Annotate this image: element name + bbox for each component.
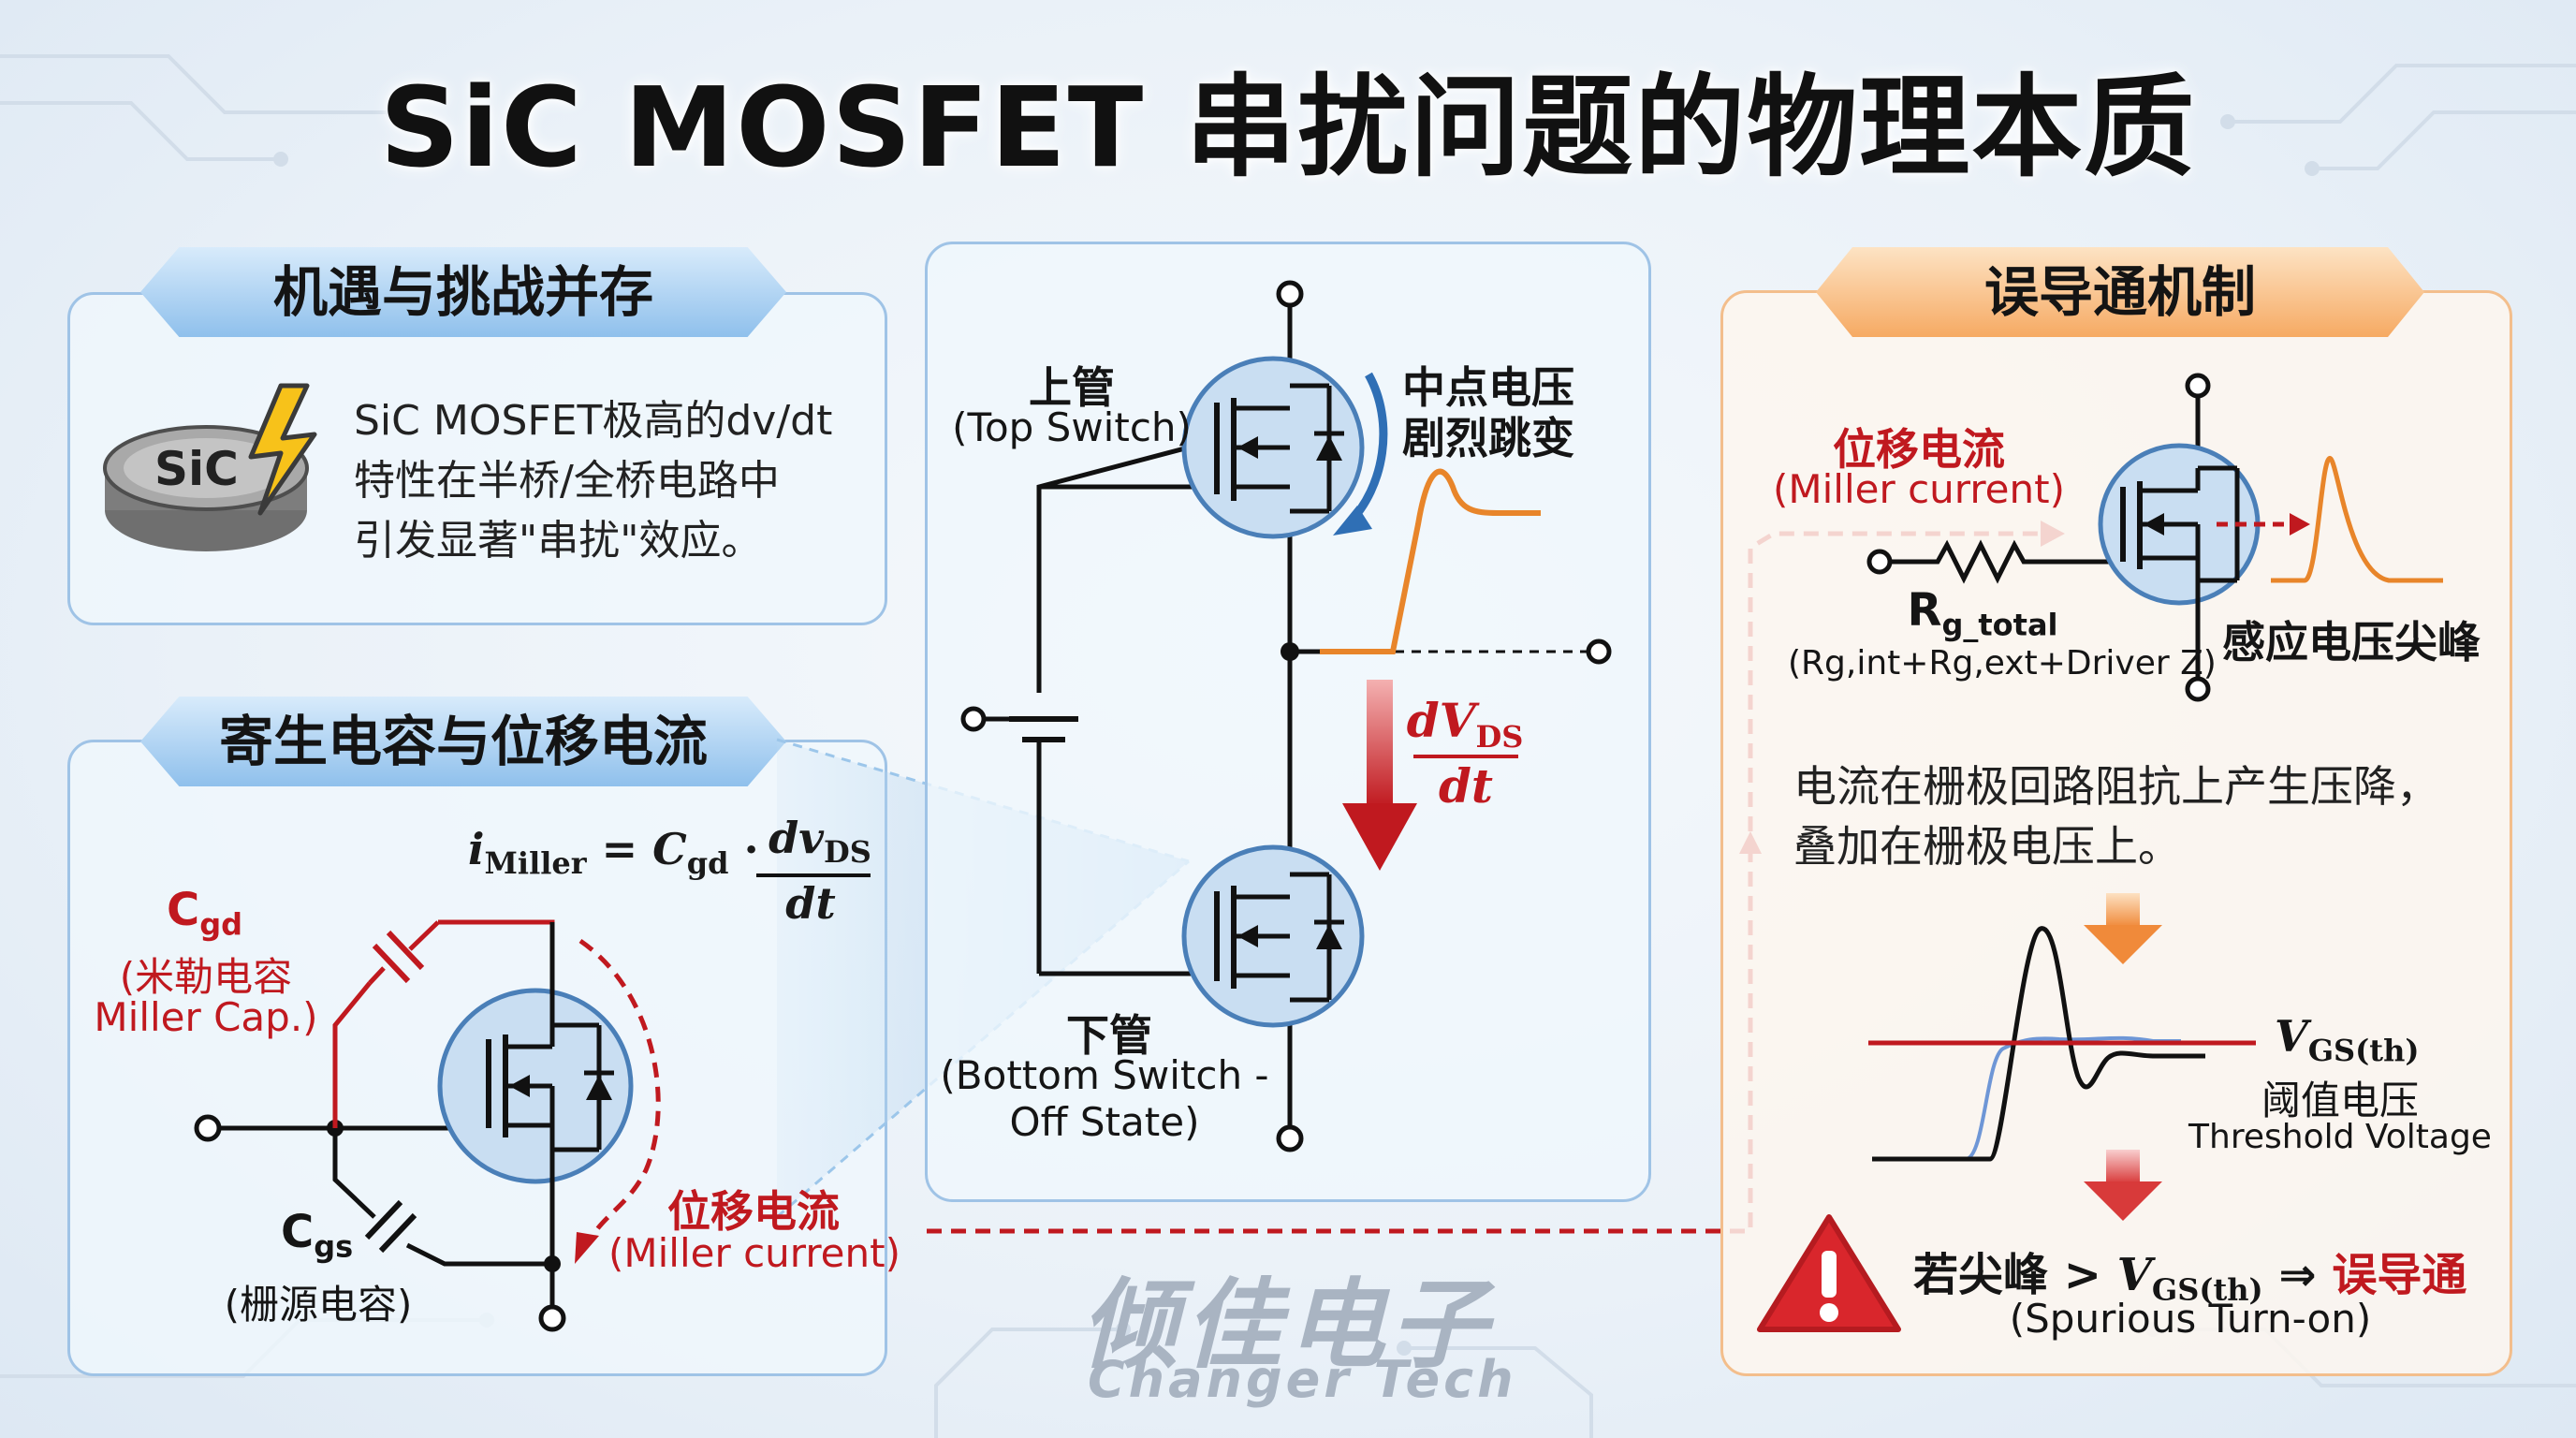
explain-line-2: 叠加在栅极电压上。	[1793, 821, 2181, 872]
vth-cn: 阈值电压	[2261, 1078, 2419, 1123]
opportunity-text-line-2: 特性在半桥/全桥电路中	[354, 457, 780, 505]
miller-current-en: (Miller current)	[608, 1230, 900, 1276]
cgd-label: Cgd	[167, 884, 243, 943]
rg-total-detail: (Rg,int+Rg,ext+Driver Z)	[1788, 644, 2217, 682]
bottom-switch-cn: 下管	[1066, 1010, 1152, 1061]
eq-fraction-denominator: dt	[785, 878, 836, 929]
dvdt-denominator: dt	[1438, 758, 1494, 814]
right-miller-current-cn: 位移电流	[1833, 424, 2005, 475]
opportunity-text-line-1: SiC MOSFET极高的dv/dt	[354, 397, 833, 445]
cgs-desc: (栅源电容)	[224, 1282, 413, 1328]
cgs-label: Cgs	[281, 1206, 354, 1265]
eq-lhs: iMiller	[468, 824, 587, 882]
rg-total-label: Rg_total	[1907, 584, 2058, 643]
page-title: SiC MOSFET 串扰问题的物理本质	[379, 63, 2197, 192]
vth-en: Threshold Voltage	[2188, 1118, 2492, 1156]
bottom-switch-en-2: Off State)	[1009, 1099, 1200, 1145]
condition-line: 若尖峰 > VGS(th) ⇒ 误导通	[1913, 1249, 2467, 1308]
mechanism-heading: 误导通机制	[1816, 247, 2424, 337]
condition-vth: VGS(th)	[2116, 1249, 2263, 1308]
condition-result: 误导通	[2332, 1249, 2467, 1301]
miller-current-cn: 位移电流	[667, 1186, 840, 1237]
cgd-desc-en: Miller Cap.)	[94, 994, 318, 1040]
midpoint-label-1: 中点电压	[1402, 362, 1574, 413]
vth-label: VGS(th)	[2275, 1011, 2420, 1069]
opportunity-text-line-3: 引发显著"串扰"效应。	[354, 517, 763, 565]
eq-cgd: Cgd	[652, 824, 729, 882]
explain-line-1: 电流在栅极回路阻抗上产生压降，	[1793, 761, 2439, 812]
sic-chip-label: SiC	[154, 442, 239, 496]
watermark-cn: 倾佳电子	[1081, 1268, 1494, 1382]
eq-fraction-numerator: dvDS	[768, 813, 871, 871]
midpoint-label-2: 剧烈跳变	[1402, 413, 1574, 463]
mosfet-symbol	[437, 988, 634, 1184]
parasitic-heading: 寄生电容与位移电流	[140, 697, 786, 786]
dvdt-numerator: dVDS	[1406, 693, 1524, 755]
voltage-spike-label: 感应电压尖峰	[2222, 617, 2481, 668]
condition-en: (Spurious Turn-on)	[2009, 1296, 2372, 1342]
battery-symbol	[960, 706, 1078, 742]
opportunity-heading: 机遇与挑战并存	[140, 247, 786, 337]
top-switch-en: (Top Switch)	[952, 404, 1192, 450]
cgd-desc-cn: (米勒电容	[119, 954, 293, 1000]
top-switch-cn: 上管	[1029, 362, 1115, 413]
bottom-switch-en-1: (Bottom Switch -	[940, 1052, 1269, 1098]
right-miller-current-en: (Miller current)	[1773, 466, 2065, 512]
watermark-en: Changer Tech	[1088, 1350, 1517, 1409]
miller-equation: iMiller = Cgd ·	[468, 824, 759, 882]
resistor-symbol	[1890, 539, 2123, 584]
